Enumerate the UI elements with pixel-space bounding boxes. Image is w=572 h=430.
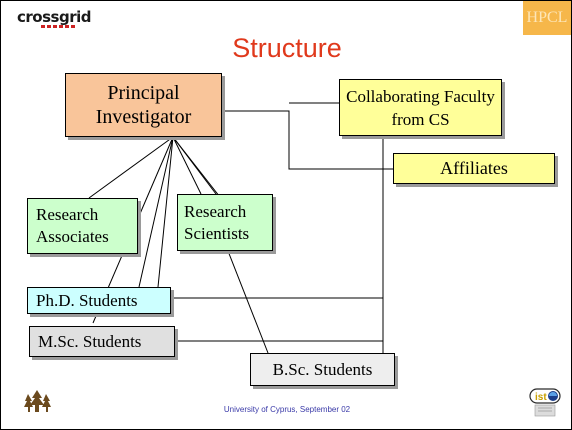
edge-pi-ra: [88, 136, 174, 199]
node-phd-students: Ph.D. Students: [27, 287, 171, 314]
node-collaborating-faculty: Collaborating Faculty from CS: [339, 79, 502, 136]
node-affiliates: Affiliates: [393, 153, 555, 184]
node-principal-investigator: Principal Investigator: [65, 73, 222, 137]
node-collaborating-faculty-label: Collaborating Faculty from CS: [346, 86, 495, 129]
ucy-tree-logo-icon: [24, 390, 51, 412]
node-research-scientists: Research Scientists: [177, 194, 273, 251]
node-research-associates-label: Research Associates: [36, 205, 109, 246]
node-phd-students-label: Ph.D. Students: [36, 290, 138, 310]
footer-text: University of Cyprus, September 02: [223, 405, 351, 414]
node-bsc-students-label: B.Sc. Students: [272, 359, 373, 379]
crossgrid-logo-underline: [41, 25, 77, 28]
node-research-scientists-label: Research Scientists: [184, 201, 250, 243]
node-bsc-students: B.Sc. Students: [250, 353, 395, 386]
node-research-associates: Research Associates: [27, 198, 138, 254]
node-principal-investigator-label: Principal Investigator: [95, 82, 192, 128]
node-msc-students-label: M.Sc. Students: [38, 331, 142, 351]
edge-pi-phd-2: [138, 136, 174, 288]
ist-logo-icon: ist: [529, 388, 561, 417]
edge-rs-bsc: [227, 250, 269, 354]
node-affiliates-label: Affiliates: [440, 158, 508, 178]
svg-text:ist: ist: [535, 392, 547, 403]
node-msc-students: M.Sc. Students: [29, 326, 175, 357]
slide-title: Structure: [232, 33, 342, 63]
hpcl-badge: HPCL: [523, 1, 571, 35]
edge-pi-phd: [157, 136, 174, 288]
edge-pi-rs-2: [172, 136, 202, 195]
edge-pi-affiliates: [222, 110, 393, 170]
crossgrid-logo: crossgrid: [17, 8, 91, 26]
